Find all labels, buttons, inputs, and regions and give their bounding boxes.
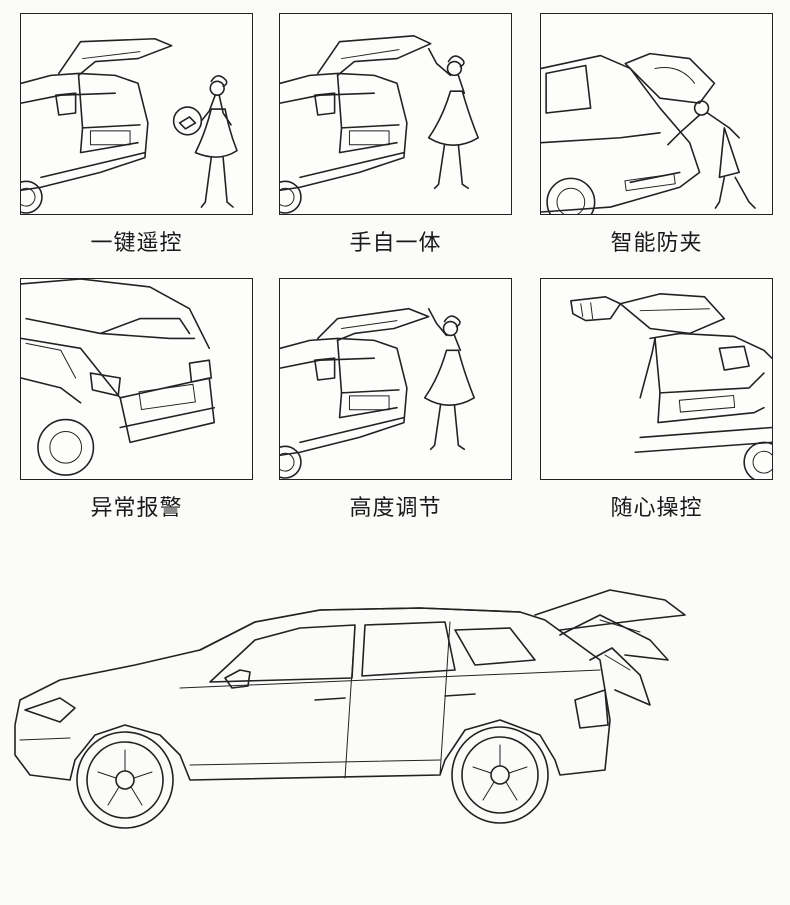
free-control-illustration <box>570 293 772 479</box>
feature-panel-free-control <box>540 278 773 480</box>
feature-label: 异常报警 <box>90 496 183 521</box>
remote-key-illustration <box>21 37 238 214</box>
suv-side-view-illustration <box>14 589 686 829</box>
feature-panel-height <box>279 278 512 480</box>
alarm-illustration <box>21 279 216 476</box>
feature-panel-alarm <box>20 278 253 480</box>
feature-label: 手自一体 <box>349 231 442 256</box>
feature-label: 随心操控 <box>610 496 703 521</box>
feature-panel-remote <box>20 13 253 215</box>
feature-label: 一键遥控 <box>90 231 183 256</box>
anti-pinch-illustration <box>541 52 756 214</box>
feature-panel-anti-pinch <box>540 13 773 215</box>
hand-open-illustration <box>280 34 479 214</box>
feature-label: 智能防夹 <box>610 231 703 256</box>
feature-label: 高度调节 <box>349 496 442 521</box>
feature-panel-manual-auto <box>279 13 512 215</box>
height-adjust-illustration <box>280 307 476 479</box>
